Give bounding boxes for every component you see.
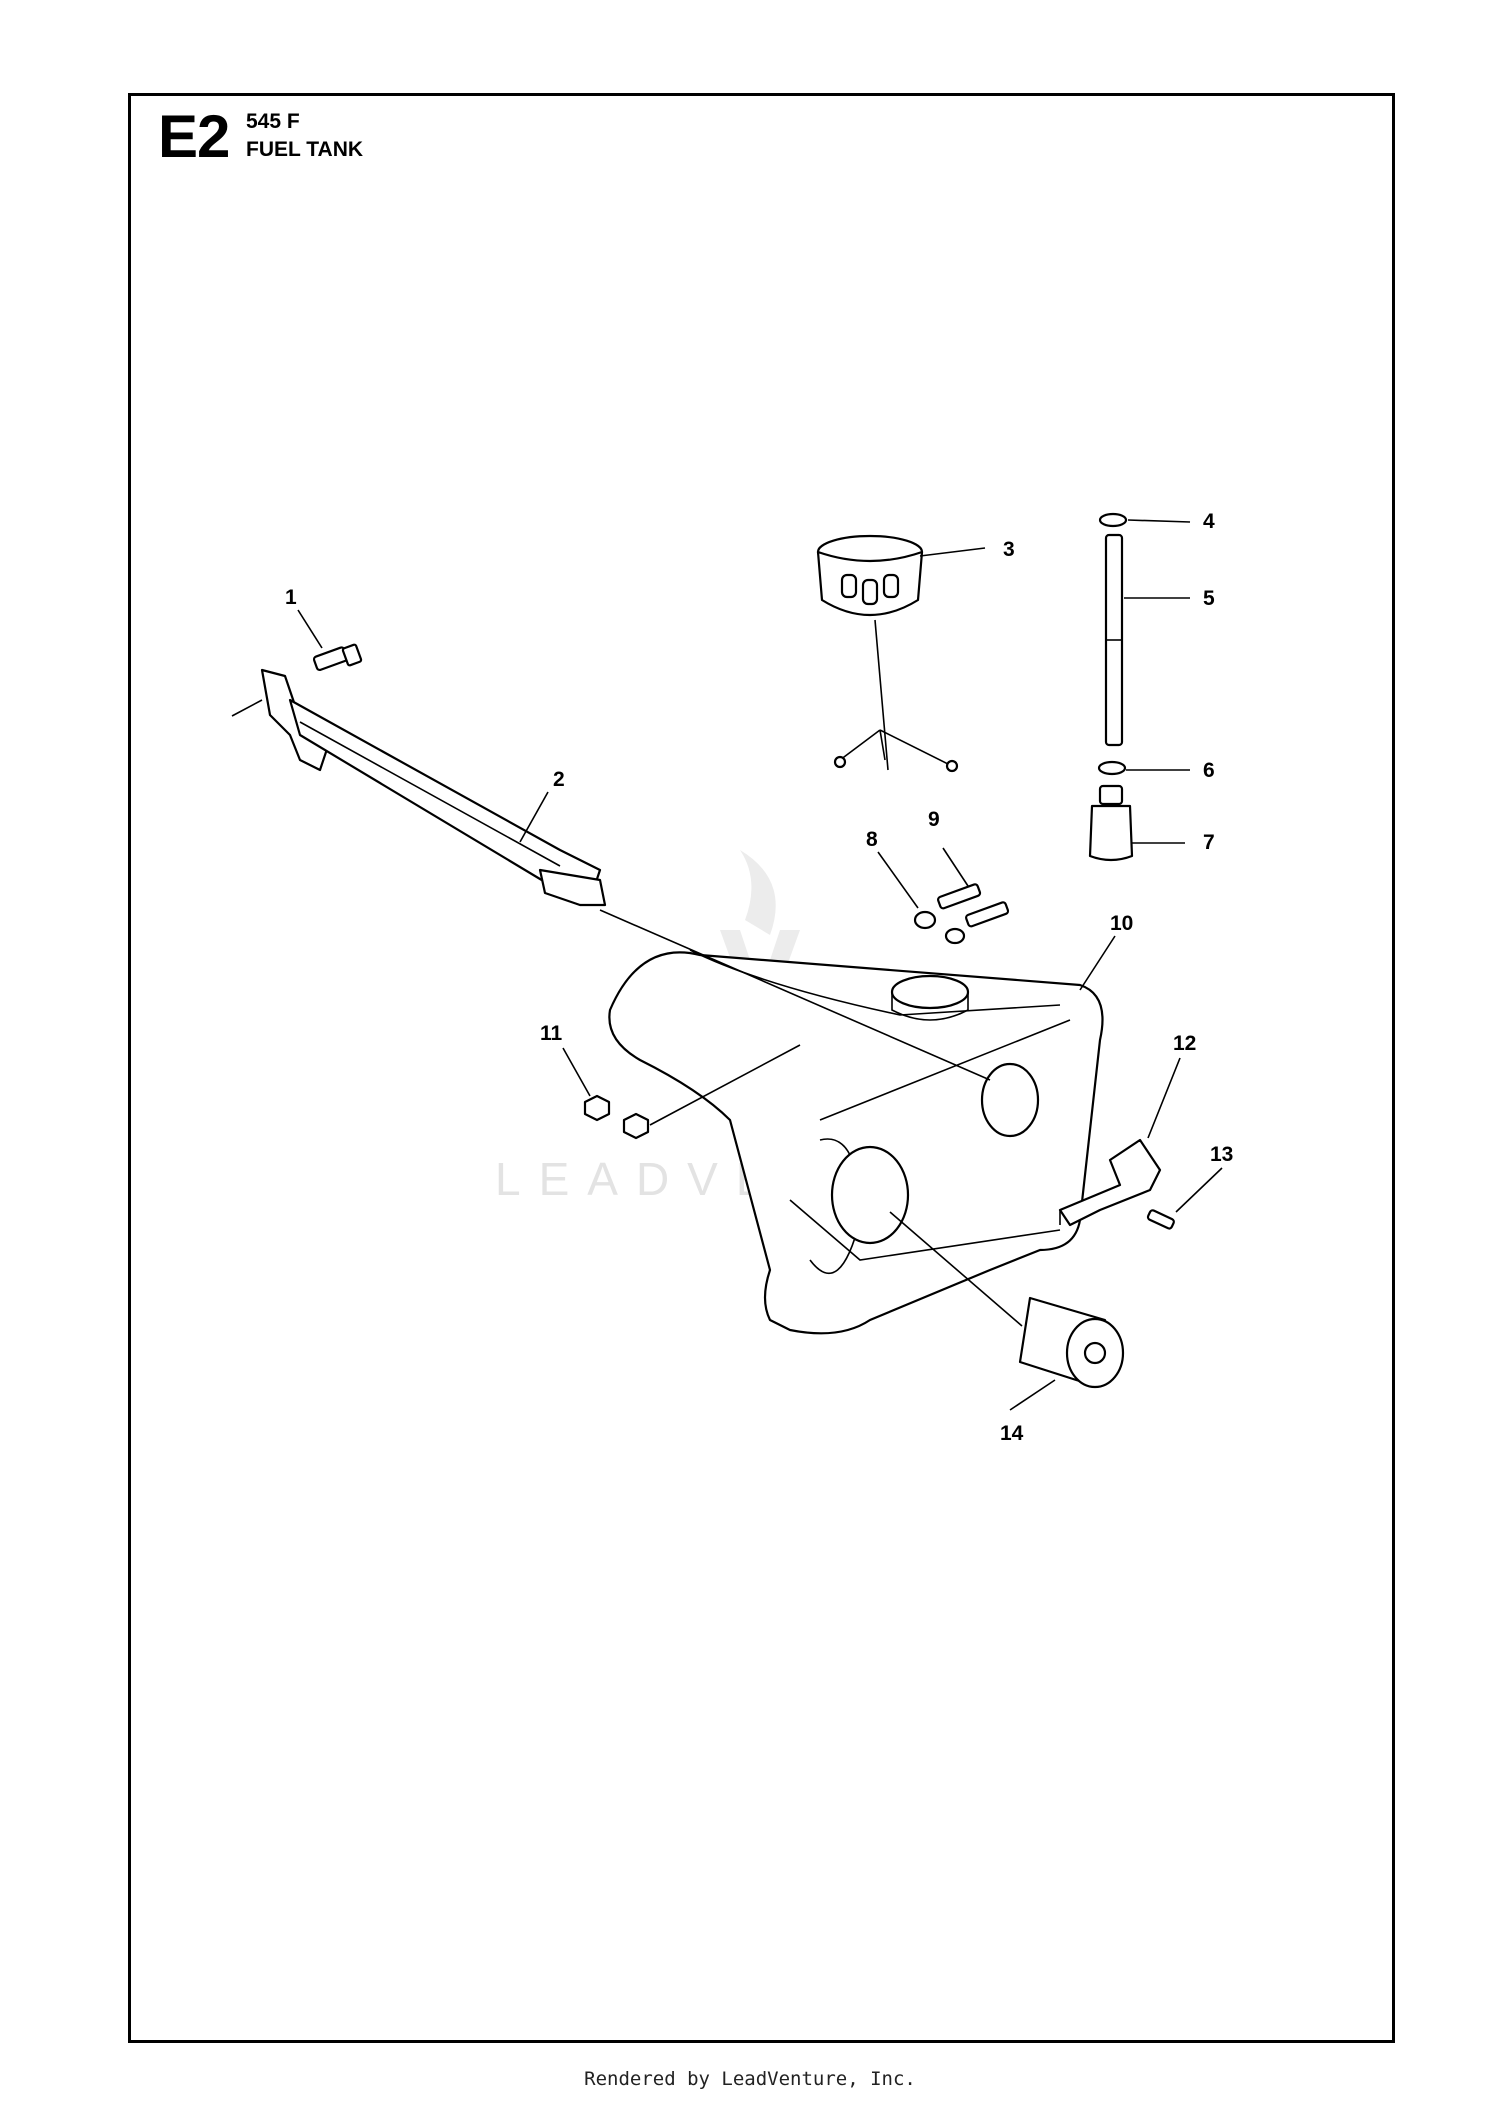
footer-credit: Rendered by LeadVenture, Inc. (584, 2068, 916, 2090)
diagram-frame (128, 93, 1395, 2043)
part-10-fuel-tank[interactable] (608, 949, 1104, 1335)
callout-5[interactable]: 5 (1203, 587, 1215, 610)
callout-8[interactable]: 8 (866, 828, 878, 851)
part-5-fuel-hose[interactable] (1104, 533, 1124, 747)
part-13-screw[interactable] (1146, 1209, 1175, 1230)
callout-3[interactable]: 3 (1003, 538, 1015, 561)
part-8-washer[interactable] (913, 910, 937, 930)
leader-lines (297, 519, 1223, 1411)
diagram-title: FUEL TANK (246, 138, 364, 161)
section-code: E2 (158, 103, 230, 170)
part-7-fuel-filter[interactable] (1088, 784, 1134, 862)
callout-2[interactable]: 2 (553, 768, 565, 791)
callout-12[interactable]: 12 (1173, 1032, 1196, 1055)
part-11-nut[interactable] (583, 1094, 650, 1140)
callout-4[interactable]: 4 (1203, 510, 1215, 533)
part-1-bolt[interactable] (312, 643, 363, 672)
part-12-bracket[interactable] (1058, 1138, 1162, 1227)
callout-11[interactable]: 11 (540, 1022, 563, 1045)
part-9-screw[interactable] (937, 883, 1010, 928)
callout-9[interactable]: 9 (928, 808, 940, 831)
model-name: 545 F (246, 110, 300, 133)
callout-1[interactable]: 1 (285, 586, 297, 609)
part-14-rubber-buffer[interactable] (1018, 1296, 1125, 1389)
callout-10[interactable]: 10 (1110, 912, 1133, 935)
callout-13[interactable]: 13 (1210, 1143, 1233, 1166)
part-3-fuel-cap[interactable] (816, 534, 959, 773)
part-6-o-ring[interactable] (1097, 760, 1127, 776)
part-4-o-ring[interactable] (1098, 512, 1128, 528)
part-2-handle-bracket[interactable] (231, 668, 607, 907)
callout-14[interactable]: 14 (1000, 1422, 1024, 1445)
callout-6[interactable]: 6 (1203, 759, 1215, 782)
callout-7[interactable]: 7 (1203, 831, 1215, 854)
